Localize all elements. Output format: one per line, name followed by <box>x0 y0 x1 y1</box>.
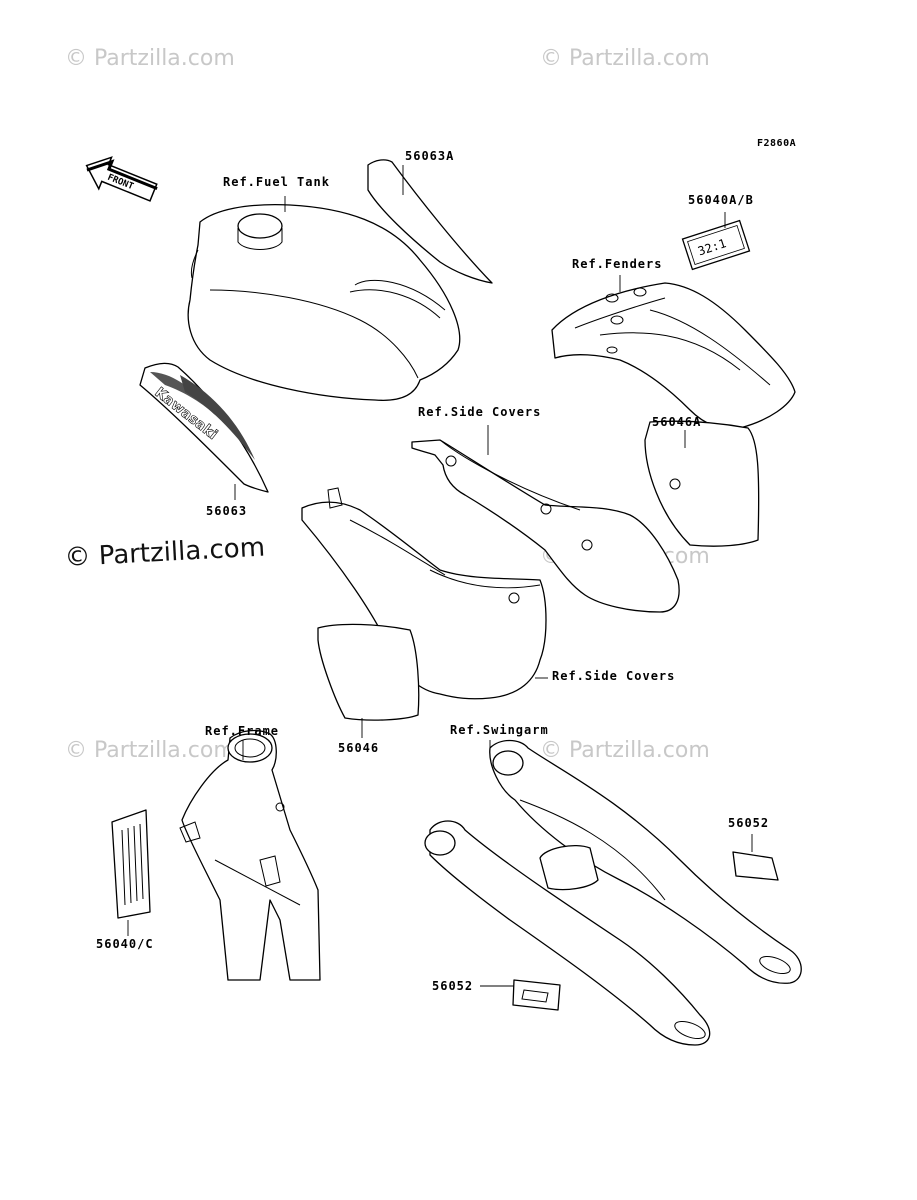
label-ref-fenders: Ref.Fenders <box>572 257 662 271</box>
watermark-top-right: © Partzilla.com <box>540 46 710 71</box>
label-56046A: 56046A <box>652 415 701 429</box>
decal-56052-top <box>732 851 779 881</box>
label-ref-swingarm: Ref.Swingarm <box>450 723 549 737</box>
leader-lines <box>127 165 753 987</box>
label-56046: 56046 <box>338 741 379 755</box>
figure-code: F2860A <box>757 138 796 149</box>
label-56063: 56063 <box>206 504 247 518</box>
label-ref-fuel-tank: Ref.Fuel Tank <box>223 175 330 189</box>
decal-56046A <box>644 420 760 547</box>
decal-56040AB: 32:1 <box>681 219 751 271</box>
label-ref-side-covers-top: Ref.Side Covers <box>418 405 541 419</box>
label-ref-side-covers-bottom: Ref.Side Covers <box>552 669 675 683</box>
rear-fender <box>551 282 796 430</box>
decal-56052-bottom <box>512 979 561 1011</box>
watermark-bottom-left: © Partzilla.com <box>65 738 235 763</box>
decal-56063A <box>367 159 493 284</box>
label-56052-bottom: 56052 <box>432 979 473 993</box>
decal-56040C <box>111 809 151 919</box>
watermark-top-left: © Partzilla.com <box>65 46 235 71</box>
swingarm <box>424 739 802 1046</box>
side-cover-right <box>411 439 680 613</box>
decal-56063-kawasaki: Kawasaki <box>139 362 269 493</box>
label-56040AB: 56040A/B <box>688 193 754 207</box>
watermark-main: © Partzilla.com <box>64 533 266 573</box>
fuel-tank <box>187 204 461 401</box>
label-56052-top: 56052 <box>728 816 769 830</box>
label-ref-frame: Ref.Frame <box>205 724 279 738</box>
side-cover-left <box>301 487 547 700</box>
watermark-bottom-right: © Partzilla.com <box>540 738 710 763</box>
decal-56046 <box>317 623 420 721</box>
label-56040C: 56040/C <box>96 937 154 951</box>
frame <box>179 729 321 981</box>
front-arrow-icon: FRONT <box>85 156 158 202</box>
label-56063A: 56063A <box>405 149 454 163</box>
